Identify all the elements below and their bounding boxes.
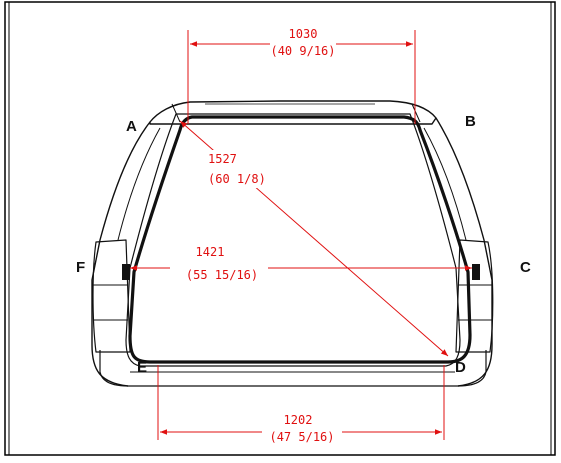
top-width-inch: (40 9/16) — [270, 44, 335, 58]
point-label-f: F — [76, 259, 85, 276]
drawing-frame — [4, 1, 556, 456]
middle-width-inch: (55 15/16) — [186, 268, 258, 282]
bottom-width-inch: (47 5/16) — [269, 430, 334, 444]
dimension-bottom-width: 1202 (47 5/16) — [157, 365, 445, 444]
dimension-middle-width: 1421 (55 15/16) — [130, 244, 472, 284]
point-label-d: D — [455, 359, 466, 376]
middle-width-mm: 1421 — [196, 245, 225, 259]
bottom-width-mm: 1202 — [284, 413, 313, 427]
vehicle-rear-outline — [91, 100, 494, 387]
point-label-a: A — [126, 118, 137, 135]
top-width-mm: 1030 — [289, 27, 318, 41]
point-labels: A B C D E F — [76, 113, 531, 376]
dimension-diagonal: 1527 (60 1/8) — [179, 120, 449, 357]
diagonal-mm: 1527 — [208, 152, 237, 166]
point-label-e: E — [137, 359, 147, 376]
diagonal-inch: (60 1/8) — [208, 172, 266, 186]
point-label-c: C — [520, 259, 531, 276]
dimension-top-width: 1030 (40 9/16) — [187, 27, 416, 124]
point-label-b: B — [465, 113, 476, 130]
